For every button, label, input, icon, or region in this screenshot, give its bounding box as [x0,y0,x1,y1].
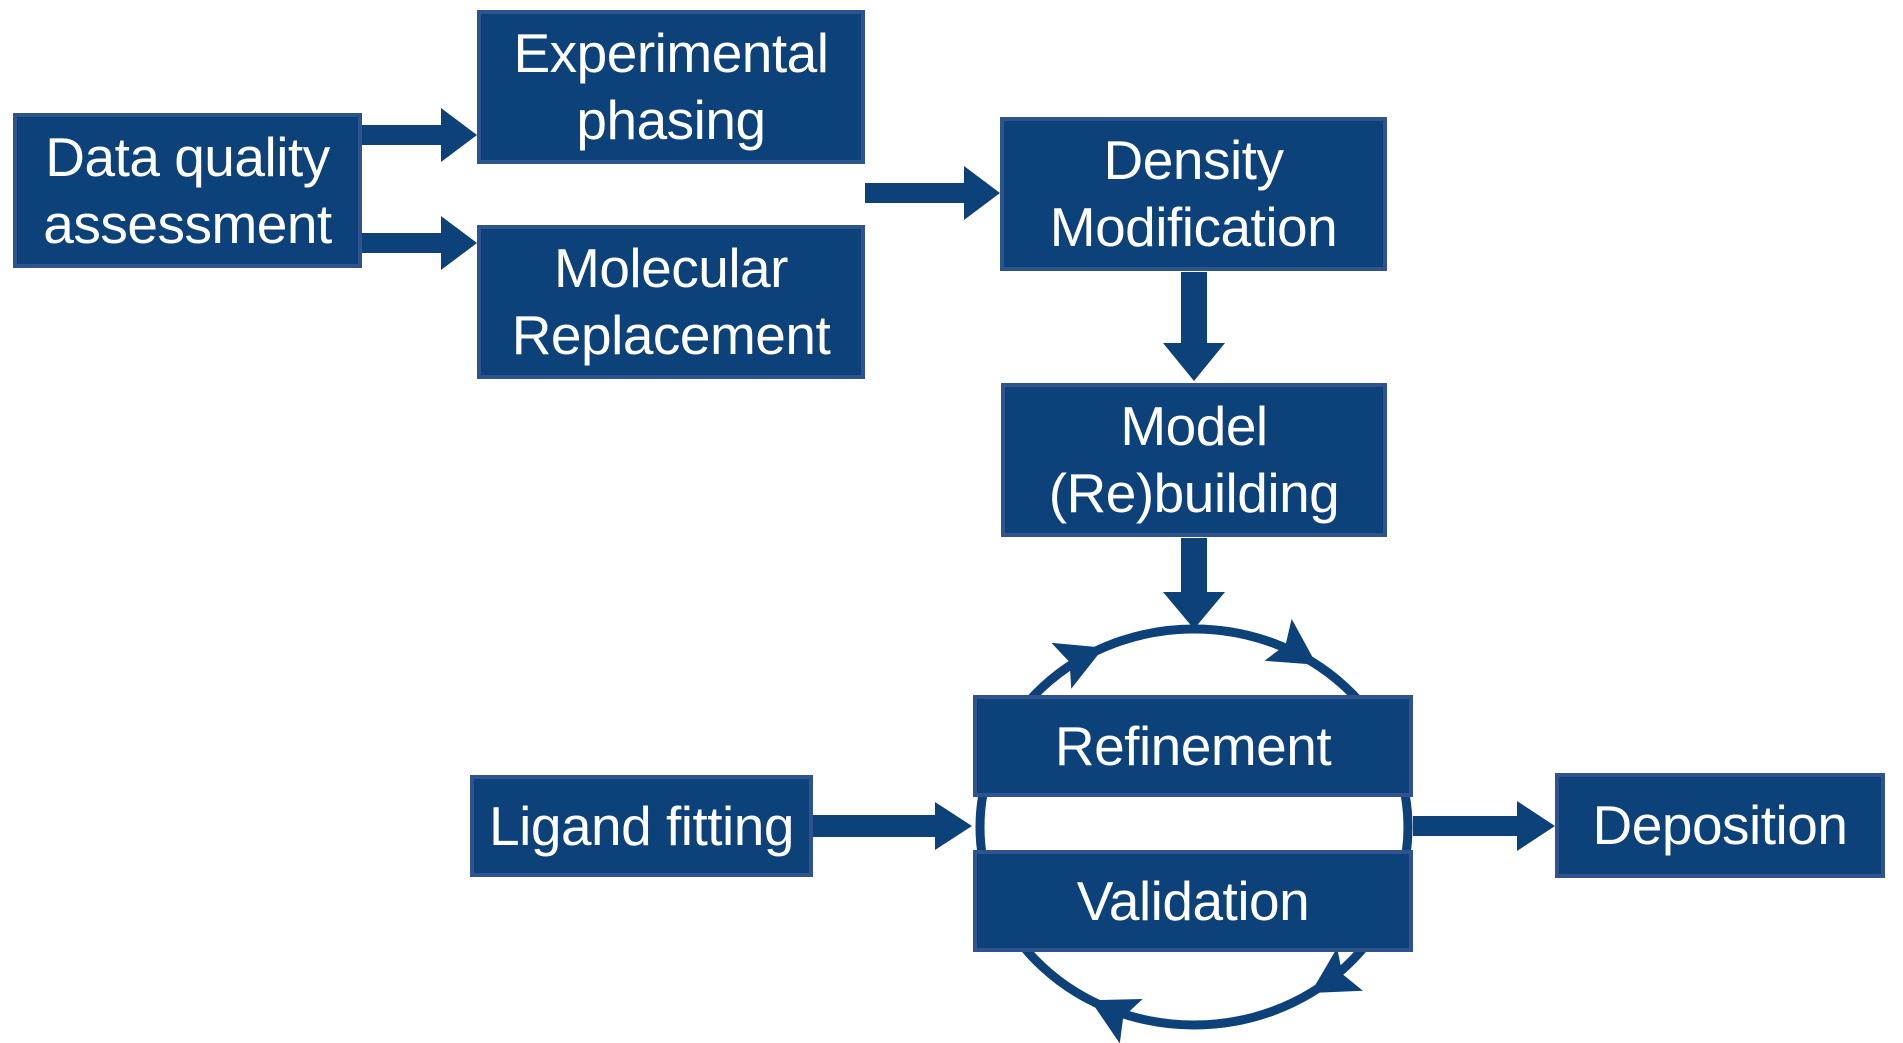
box-label-line: Deposition [1592,794,1848,856]
box-label-line: Modification [1049,196,1338,258]
arrow-dataquality-to-expphasing [362,108,477,162]
box-deposition: Deposition [1555,773,1885,878]
box-experimental-phasing: Experimental phasing [477,10,865,164]
box-refinement: Refinement [973,695,1413,797]
arrow-modelrebuilding-to-cycle [1163,538,1225,629]
cycle-arrowhead-bottom-right-icon [1310,947,1363,993]
box-label-line: Data quality [45,125,330,188]
box-label-line: phasing [576,89,766,151]
box-ligand-fitting: Ligand fitting [470,775,813,877]
arrow-densitymod-to-modelrebuilding [1163,272,1225,381]
box-label-line: (Re)building [1048,462,1340,524]
arrow-dataquality-to-molreplacement [362,216,477,270]
box-label-line: Refinement [1054,714,1332,777]
box-label-line: Model [1120,395,1268,457]
box-label-line: Experimental [513,22,829,84]
cycle-arrowhead-top-right-icon [1264,618,1317,665]
arrow-cycle-to-deposition [1413,801,1555,851]
cycle-ring [975,624,1413,1030]
box-data-quality-assessment: Data quality assessment [13,113,362,268]
box-label-line: Validation [1076,869,1310,932]
box-label-line: Ligand fitting [489,794,794,857]
box-label-line: Replacement [511,304,831,366]
box-label-line: Molecular [554,237,788,299]
box-density-modification: Density Modification [1000,117,1387,271]
box-label-line: Density [1103,129,1284,191]
box-model-rebuilding: Model (Re)building [1001,383,1387,537]
cycle-arrowhead-bottom-left-icon [1090,998,1143,1043]
box-label-line: assessment [43,192,332,255]
arrow-ligandfitting-to-cycle [813,802,972,850]
arrow-phasing-to-densitymod [865,166,1000,220]
cycle-arrowhead-top-left-icon [1051,642,1104,689]
box-validation: Validation [973,850,1413,952]
box-molecular-replacement: Molecular Replacement [477,225,865,379]
